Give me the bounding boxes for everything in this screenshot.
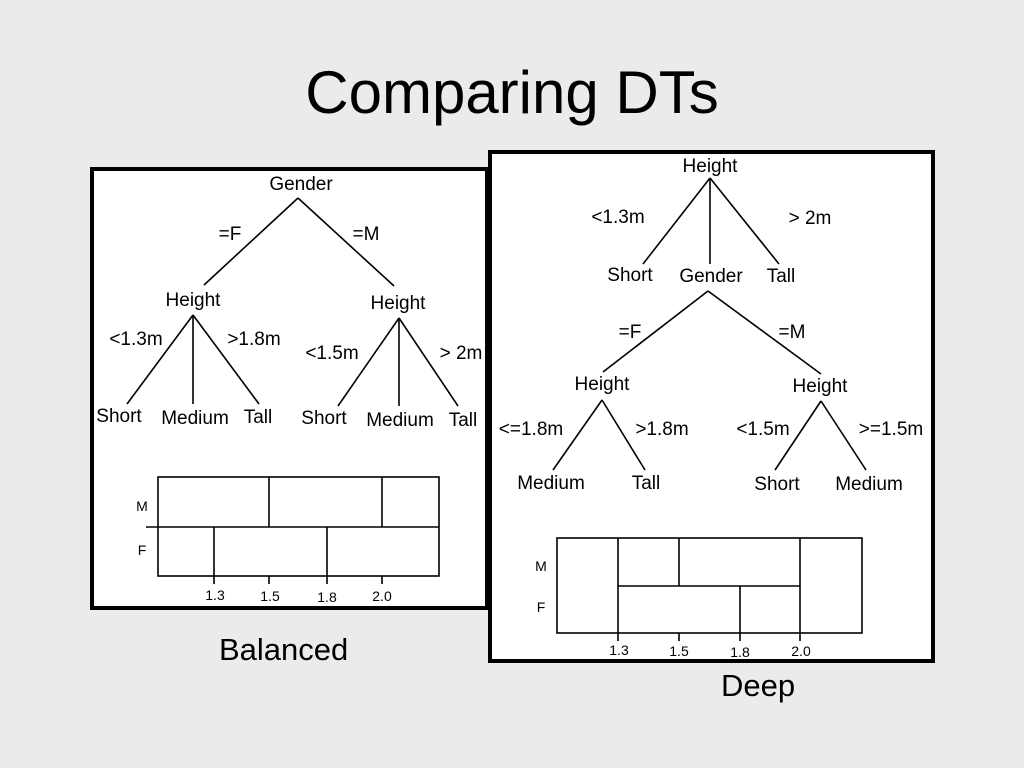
edge-rh-medium [820,400,867,471]
balanced-edge-label-m: =M [353,224,380,245]
deep-grid-row-label: F [537,599,546,615]
deep-root-leaf: Tall [767,266,796,287]
balanced-grid-row-label: M [136,498,148,514]
deep-gender-node: Gender [679,266,743,287]
balanced-leaf: Short [96,406,142,427]
deep-leaf: Medium [517,473,585,494]
deep-root-edge-label: <1.3m [591,207,644,228]
balanced-right-edge-label: <1.5m [305,343,358,364]
deep-grid-frame [556,537,863,634]
deep-left-edge-label: <=1.8m [499,419,563,440]
edge-rh-short [774,400,822,471]
edge-lh-medium [552,399,603,471]
deep-root-edge-label: > 2m [789,208,832,229]
deep-root-leaf: Short [607,265,653,286]
balanced-grid-tick-label: 2.0 [372,588,392,604]
edge-root-tall [709,177,780,265]
balanced-edge-label-f: =F [219,224,242,245]
edge-lh-short [126,314,194,405]
balanced-right-edge-label: > 2m [440,343,483,364]
edge-lh-tall [192,314,260,405]
balanced-grid-row-label: F [138,542,147,558]
edge-gender-f [602,290,709,373]
deep-leaf: Tall [632,473,661,494]
deep-right-height-node: Height [793,376,849,397]
balanced-grid-tick-label: 1.5 [260,588,280,604]
balanced-left-edge-label: <1.3m [109,329,162,350]
balanced-tree-edges [126,197,459,584]
slide-title: Comparing DTs [305,59,719,126]
deep-grid-row-label: M [535,558,547,574]
edge-rh-tall [398,317,459,407]
balanced-leaf: Medium [161,408,229,429]
balanced-leaf: Tall [244,407,273,428]
balanced-caption: Balanced [219,632,349,667]
deep-grid-tick-label: 1.8 [730,644,750,660]
balanced-root-node: Gender [269,174,333,195]
deep-gender-edge-label: =F [619,322,642,343]
edge-gender-m [707,290,822,375]
deep-grid-tick-label: 1.5 [669,643,689,659]
balanced-right-height-node: Height [371,293,427,314]
deep-leaf: Short [754,474,800,495]
edge-root-m [297,197,395,287]
edge-rh-short [337,317,400,407]
deep-right-edge-label: <1.5m [736,419,789,440]
deep-caption: Deep [721,668,796,703]
edge-root-short [642,177,711,265]
deep-root-node: Height [683,156,739,177]
balanced-grid-tick-label: 1.3 [205,587,225,603]
balanced-leaf: Medium [366,410,434,431]
deep-gender-edge-label: =M [779,322,806,343]
edge-root-f [203,197,299,286]
balanced-tree-panel [90,167,489,610]
deep-leaf: Medium [835,474,903,495]
deep-right-edge-label: >=1.5m [859,419,923,440]
edge-lh-tall [601,399,646,471]
balanced-left-height-node: Height [166,290,222,311]
deep-left-edge-label: >1.8m [635,419,688,440]
deep-grid-tick-label: 2.0 [791,643,811,659]
deep-tree-edges [552,177,867,641]
deep-grid-tick-label: 1.3 [609,642,629,658]
balanced-left-edge-label: >1.8m [227,329,280,350]
balanced-leaf: Tall [449,410,478,431]
balanced-grid-tick-label: 1.8 [317,589,337,605]
balanced-leaf: Short [301,408,347,429]
deep-left-height-node: Height [575,374,631,395]
deep-tree-panel [488,150,935,663]
